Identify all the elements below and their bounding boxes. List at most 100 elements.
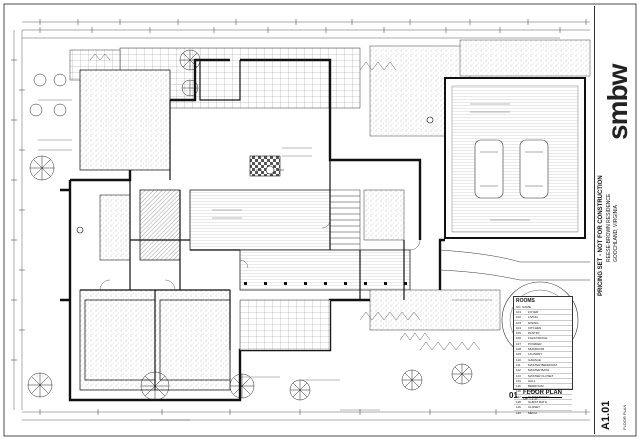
room-schedule-header: NO. NAME [516,305,531,309]
room-name: MECH [528,410,537,415]
annotation-leaders [38,99,530,421]
room-southwest [84,299,156,381]
title-block [594,6,635,434]
terrace-south [239,299,331,351]
room-name: MUDROOM [528,347,545,352]
project-location: GOOCHLAND, VIRGINIA [613,205,619,262]
room-schedule-row: 103 DINING [514,319,572,325]
room-name: GUEST ROOM [528,394,549,399]
checker-feature [249,155,281,177]
room-schedule-row: 110 GARAGE [514,356,572,362]
room-schedule-row: 112 MASTER BATH [514,367,572,372]
kitchen-floor [139,189,181,261]
room-schedule-title: ROOMS [516,298,535,304]
drawing-title: FLOOR PLAN [523,390,562,396]
room-schedule: ROOMS NO. NAME 101 FOYER 102 LIVING 103 DININ… [513,296,573,415]
dimension-lines [13,21,590,421]
room-name: POWDER [528,341,542,346]
section-markers [76,116,434,234]
great-room [189,189,331,251]
room-number: 105 [516,331,522,336]
room-west-upper [79,69,171,171]
room-number: 103 [516,320,522,325]
firm-logo: smbw [602,64,633,140]
room-name: BEDROOM [528,384,544,389]
room-number: 114 [516,378,521,383]
east-path [439,249,590,263]
room-number: 108 [516,347,522,352]
dimension-ticks [11,19,587,415]
room-name: LAUNDRY [528,352,543,357]
room-schedule-row: 109 LAUNDRY [514,351,572,356]
shrub-clusters [89,53,481,351]
tree-symbols [27,49,473,401]
room-number: 115 [516,384,521,389]
room-number: 119 [516,405,521,410]
room-number: 112 [516,368,521,373]
room-number: 107 [516,341,522,346]
east-path-edge [439,269,590,281]
drawing-scale: 1/8" = 1'-0" [523,397,538,401]
drawing-number: 01 [509,391,518,400]
room-schedule-row: 106 FLEX/OFFICE [514,335,572,340]
sheet-border [3,3,637,437]
patio-east [369,289,501,331]
room-name: KITCHEN [528,325,542,330]
room-schedule-row: 107 POWDER [514,340,572,346]
room-name: GUEST BATH [528,400,547,405]
garage [444,77,586,239]
room-number: 101 [516,310,522,314]
room-name: FLEX/OFFICE [528,336,548,341]
room-name: GARAGE [528,357,541,362]
room-number: 106 [516,336,522,341]
room-number: 117 [516,394,521,399]
room-schedule-row: 108 MUDROOM [514,346,572,351]
sheet-label: FLOOR PLAN [622,404,627,430]
room-schedule-row: 117 GUEST ROOM [514,393,572,399]
interior-walls [80,60,405,390]
room-schedule-row: 115 BEDROOM [514,383,572,388]
room-number: 118 [516,400,521,405]
stair-core [329,189,405,251]
room-southeast-bath [159,299,231,381]
caption-rule [522,397,562,398]
room-number: 113 [516,373,521,378]
room-number: 116 [516,389,521,394]
room-schedule-row: 101 FOYER [514,309,572,314]
room-name: LIVING [528,315,538,320]
project-name: REESE-BROWN RESIDENCE [606,193,612,262]
door-swings [99,219,421,291]
room-number: 110 [516,357,521,362]
room-schedule-row: 114 HALL [514,377,572,383]
room-schedule-row: 120 MECH [514,409,572,415]
room-number: 109 [516,352,522,357]
room-name: MASTER BATH [528,368,550,373]
room-name: MASTER BEDROOM [528,362,557,367]
drawing-caption: 01 FLOOR PLAN 1/8" = 1'-0" [509,389,569,403]
room-number: 104 [516,325,522,330]
sidewalk-right [459,39,591,77]
room-schedule-row: 113 MASTER CLOSET [514,372,572,378]
room-name: PANTRY [528,331,540,336]
room-schedule-row: 119 CLOSET [514,404,572,409]
room-schedule-row: 105 PANTRY [514,330,572,335]
room-schedule-row: 104 KITCHEN [514,324,572,330]
room-number: 111 [516,362,521,367]
room-schedule-row: 118 GUEST BATH [514,399,572,404]
room-number: 120 [516,410,522,415]
sheet-number: A1.01 [600,400,612,430]
pricing-set-note: PRICING SET - NOT FOR CONSTRUCTION [598,175,604,296]
room-schedule-row: 111 MASTER BEDROOM [514,361,572,367]
room-name: DINING [528,320,539,325]
room-name: MASTER CLOSET [528,373,554,378]
porch-columns [244,282,407,285]
room-name: HALL [528,378,536,383]
room-name: CLOSET [528,405,541,410]
room-number: 102 [516,315,522,320]
room-name: FOYER [528,310,539,314]
room-schedule-row: 102 LIVING [514,314,572,319]
